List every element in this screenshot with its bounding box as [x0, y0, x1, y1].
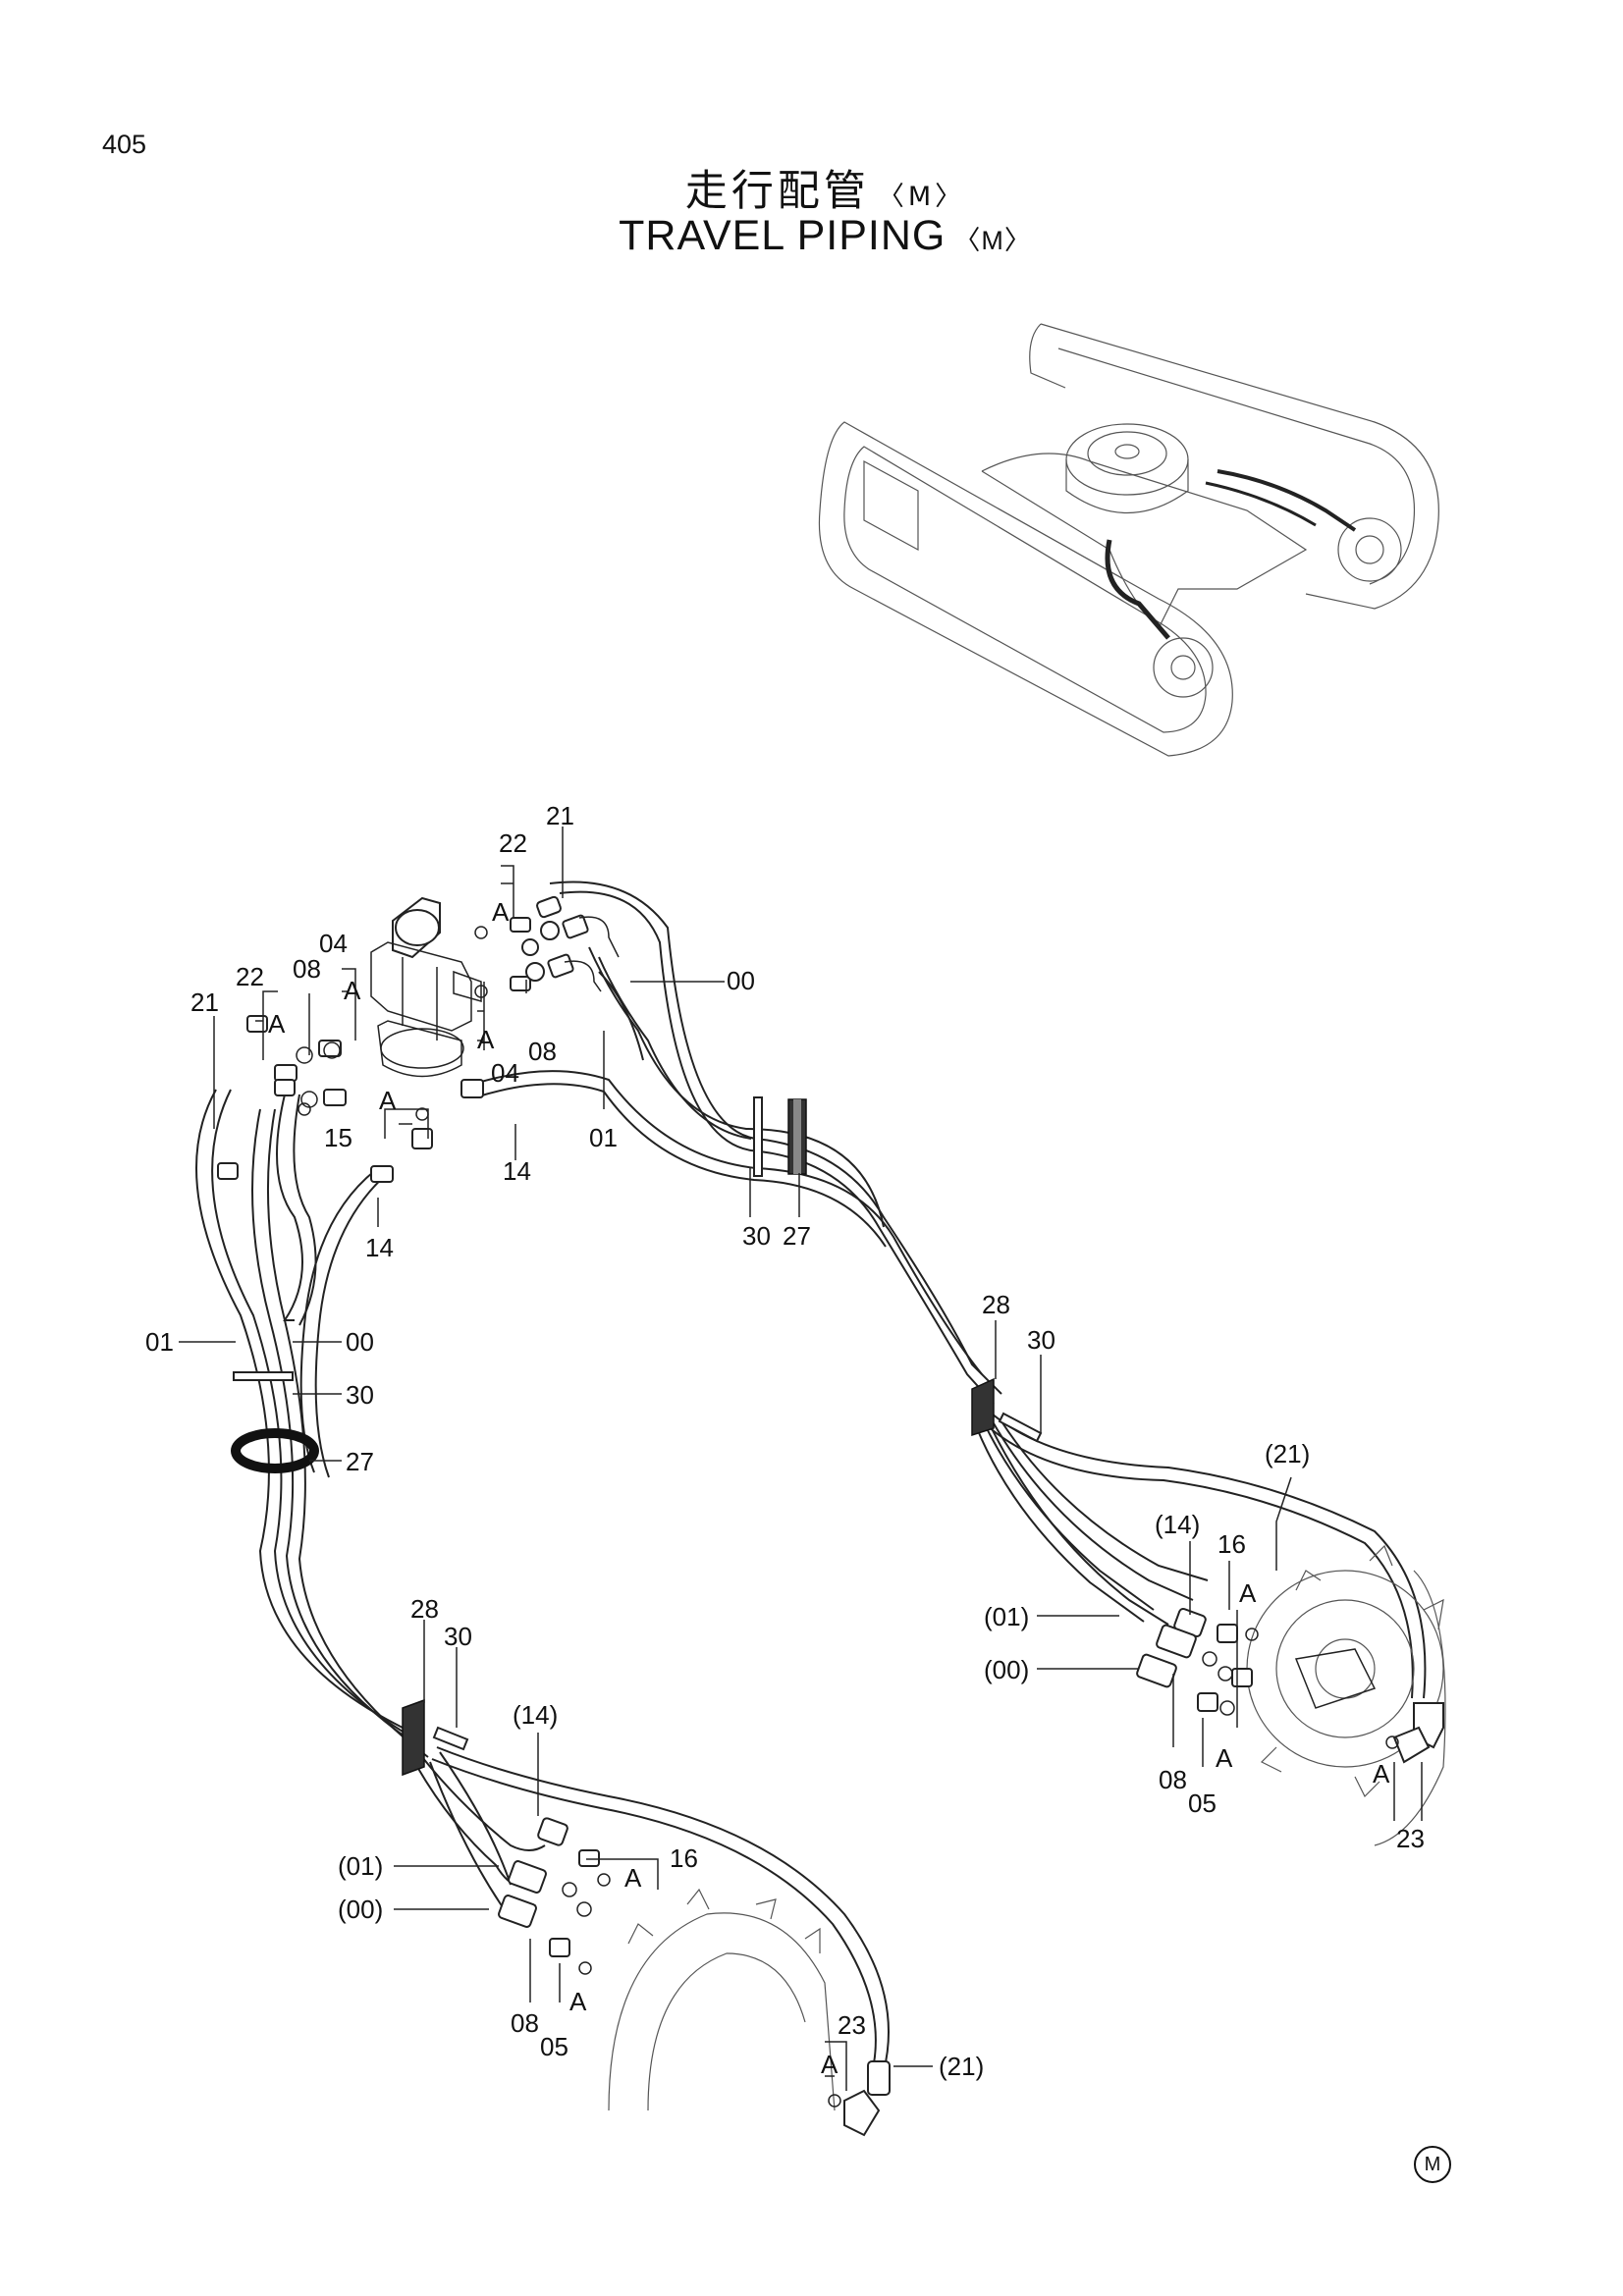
title-japanese: 走行配管〈M〉 — [0, 157, 1623, 218]
fittings-bottom — [498, 1817, 891, 2137]
hose-bundle-upper — [470, 881, 1002, 1405]
fittings-right — [1136, 1608, 1444, 1764]
leader-lines — [179, 827, 1423, 2091]
clamp-30-left — [233, 1371, 294, 1381]
callout-14-left: 14 — [365, 1233, 394, 1262]
corner-mark-m: M — [1414, 2146, 1451, 2183]
title-english: TRAVEL PIPING〈M〉 — [0, 212, 1623, 260]
callout-30-left: 30 — [346, 1380, 374, 1410]
callout-01-left: 01 — [145, 1327, 174, 1357]
ref-a9: A — [624, 1863, 642, 1893]
callout-14-right: (14) — [1155, 1510, 1200, 1539]
callout-30-top: 30 — [742, 1221, 771, 1251]
ref-a3: A — [344, 976, 361, 1005]
callout-21-right: (21) — [1265, 1439, 1310, 1468]
callout-00-bottom: (00) — [338, 1895, 383, 1924]
callout-28-right: 28 — [982, 1290, 1010, 1319]
fittings-top — [474, 895, 620, 998]
callout-27-left: 27 — [346, 1447, 374, 1476]
callout-05-bottom: 05 — [540, 2032, 568, 2061]
callout-labels: 21 22 00 22 08 04 21 08 04 15 14 01 14 3… — [145, 801, 1425, 2081]
ref-a7: A — [1216, 1743, 1233, 1773]
callout-00-top: 00 — [727, 966, 755, 995]
grommet-27-upper — [787, 1098, 807, 1175]
callout-22-top: 22 — [499, 828, 527, 858]
ref-a8: A — [1373, 1759, 1390, 1789]
clamp-30-upper — [753, 1096, 763, 1177]
callout-00-left: 00 — [346, 1327, 374, 1357]
callout-00-right: (00) — [984, 1655, 1029, 1684]
ref-a11: A — [821, 2050, 839, 2079]
callout-16-right: 16 — [1217, 1529, 1246, 1559]
callout-08-mid: 08 — [528, 1037, 557, 1066]
callout-08-bottom: 08 — [511, 2008, 539, 2038]
undercarriage-overview — [818, 323, 1439, 757]
callout-30-right: 30 — [1027, 1325, 1055, 1355]
callout-14-bottom: (14) — [513, 1700, 558, 1730]
ref-a1: A — [492, 897, 510, 927]
callout-01-right: (01) — [984, 1602, 1029, 1631]
callout-21-top: 21 — [546, 801, 574, 830]
travel-motor-bottom — [608, 1888, 836, 2111]
callout-23-bottom: 23 — [838, 2010, 866, 2040]
ref-a2: A — [268, 1009, 286, 1039]
callout-01-mid: 01 — [589, 1123, 618, 1152]
reference-marks: A A A A A A A A A A A — [268, 897, 1390, 2079]
grommet-28-bottom — [402, 1698, 425, 1777]
callout-28-bottom: 28 — [410, 1594, 439, 1624]
callout-04-left: 04 — [319, 929, 348, 958]
callout-08-left: 08 — [293, 954, 321, 984]
callout-05-right: 05 — [1188, 1789, 1217, 1818]
callout-14-mid: 14 — [503, 1156, 531, 1186]
title-en-text: TRAVEL PIPING — [619, 212, 947, 259]
ref-a10: A — [569, 1987, 587, 2016]
grommet-27-left — [231, 1428, 319, 1473]
hose-bundle-bottom — [416, 1746, 890, 2074]
title-jp-variant: 〈M〉 — [877, 182, 966, 212]
ref-a5: A — [379, 1086, 397, 1115]
ref-a4: A — [477, 1025, 495, 1054]
callout-21-bottom: (21) — [939, 2052, 984, 2081]
callout-27-top: 27 — [783, 1221, 811, 1251]
page-number: 405 — [102, 130, 147, 159]
callout-23-right: 23 — [1396, 1824, 1425, 1853]
fittings-left — [217, 1015, 484, 1183]
center-swivel-joint — [370, 896, 482, 1078]
callout-04-mid: 04 — [491, 1058, 519, 1088]
travel-motor-right — [1246, 1544, 1446, 1846]
clamp-30-bottom — [432, 1726, 469, 1751]
hose-bundle-left — [195, 1089, 429, 1758]
callout-30-bottom: 30 — [444, 1622, 472, 1651]
clamp-30-right — [998, 1412, 1043, 1443]
callout-15: 15 — [324, 1123, 352, 1152]
callout-16-bottom: 16 — [670, 1843, 698, 1873]
callout-08-right: 08 — [1159, 1765, 1187, 1794]
title-en-variant: 〈M〉 — [953, 226, 1032, 255]
callout-21-left: 21 — [190, 988, 219, 1017]
callout-01-bottom: (01) — [338, 1851, 383, 1881]
title-jp-text: 走行配管 — [684, 167, 870, 216]
grommet-28-right — [971, 1377, 995, 1437]
callout-22-left: 22 — [236, 962, 264, 991]
ref-a6: A — [1239, 1578, 1257, 1608]
